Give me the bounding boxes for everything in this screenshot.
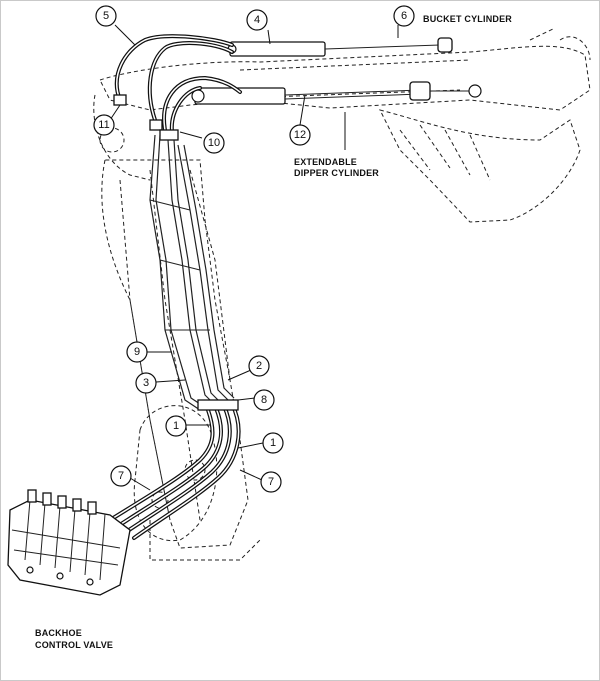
- lower-hoses: [108, 399, 241, 540]
- svg-text:9: 9: [134, 346, 140, 358]
- callout-11: 11: [93, 114, 115, 136]
- callout-1-left: 1: [165, 415, 187, 437]
- dipper-cylinder-label: DIPPER CYLINDER: [294, 168, 379, 178]
- control-valve: [7, 489, 131, 596]
- svg-text:1: 1: [173, 420, 179, 432]
- callout-6: 6: [393, 5, 415, 27]
- svg-text:2: 2: [256, 360, 262, 372]
- svg-text:6: 6: [401, 10, 407, 22]
- svg-text:12: 12: [294, 129, 306, 141]
- boom-pipes: [149, 134, 235, 411]
- svg-text:8: 8: [261, 394, 267, 406]
- svg-text:7: 7: [268, 476, 274, 488]
- svg-text:1: 1: [270, 437, 276, 449]
- extendable-label: EXTENDABLE: [294, 157, 357, 167]
- control-valve-label: CONTROL VALVE: [35, 640, 113, 650]
- svg-text:7: 7: [118, 470, 124, 482]
- callout-3: 3: [135, 372, 157, 394]
- callout-2: 2: [248, 355, 270, 377]
- callout-10: 10: [203, 132, 225, 154]
- callout-4: 4: [246, 9, 268, 31]
- svg-text:10: 10: [208, 137, 220, 149]
- callout-9: 9: [126, 341, 148, 363]
- dipper-arm-outline: [99, 45, 591, 111]
- svg-text:4: 4: [254, 14, 260, 26]
- svg-text:5: 5: [103, 10, 109, 22]
- svg-text:11: 11: [98, 119, 109, 131]
- upper-hoses: [113, 34, 242, 141]
- callout-7-left: 7: [110, 465, 132, 487]
- callout-12: 12: [289, 124, 311, 146]
- callout-5: 5: [95, 5, 117, 27]
- callout-7-right: 7: [260, 471, 282, 493]
- bucket-cylinder-label: BUCKET CYLINDER: [423, 14, 512, 24]
- callout-8: 8: [253, 389, 275, 411]
- backhoe-label: BACKHOE: [35, 628, 82, 638]
- bucket-cylinder: [227, 37, 453, 57]
- callout-1-right: 1: [262, 432, 284, 454]
- bucket-outline: [379, 109, 581, 223]
- callout-leaders: [109, 24, 399, 491]
- extendable-dipper-cylinder: [191, 81, 482, 105]
- svg-text:3: 3: [143, 377, 149, 389]
